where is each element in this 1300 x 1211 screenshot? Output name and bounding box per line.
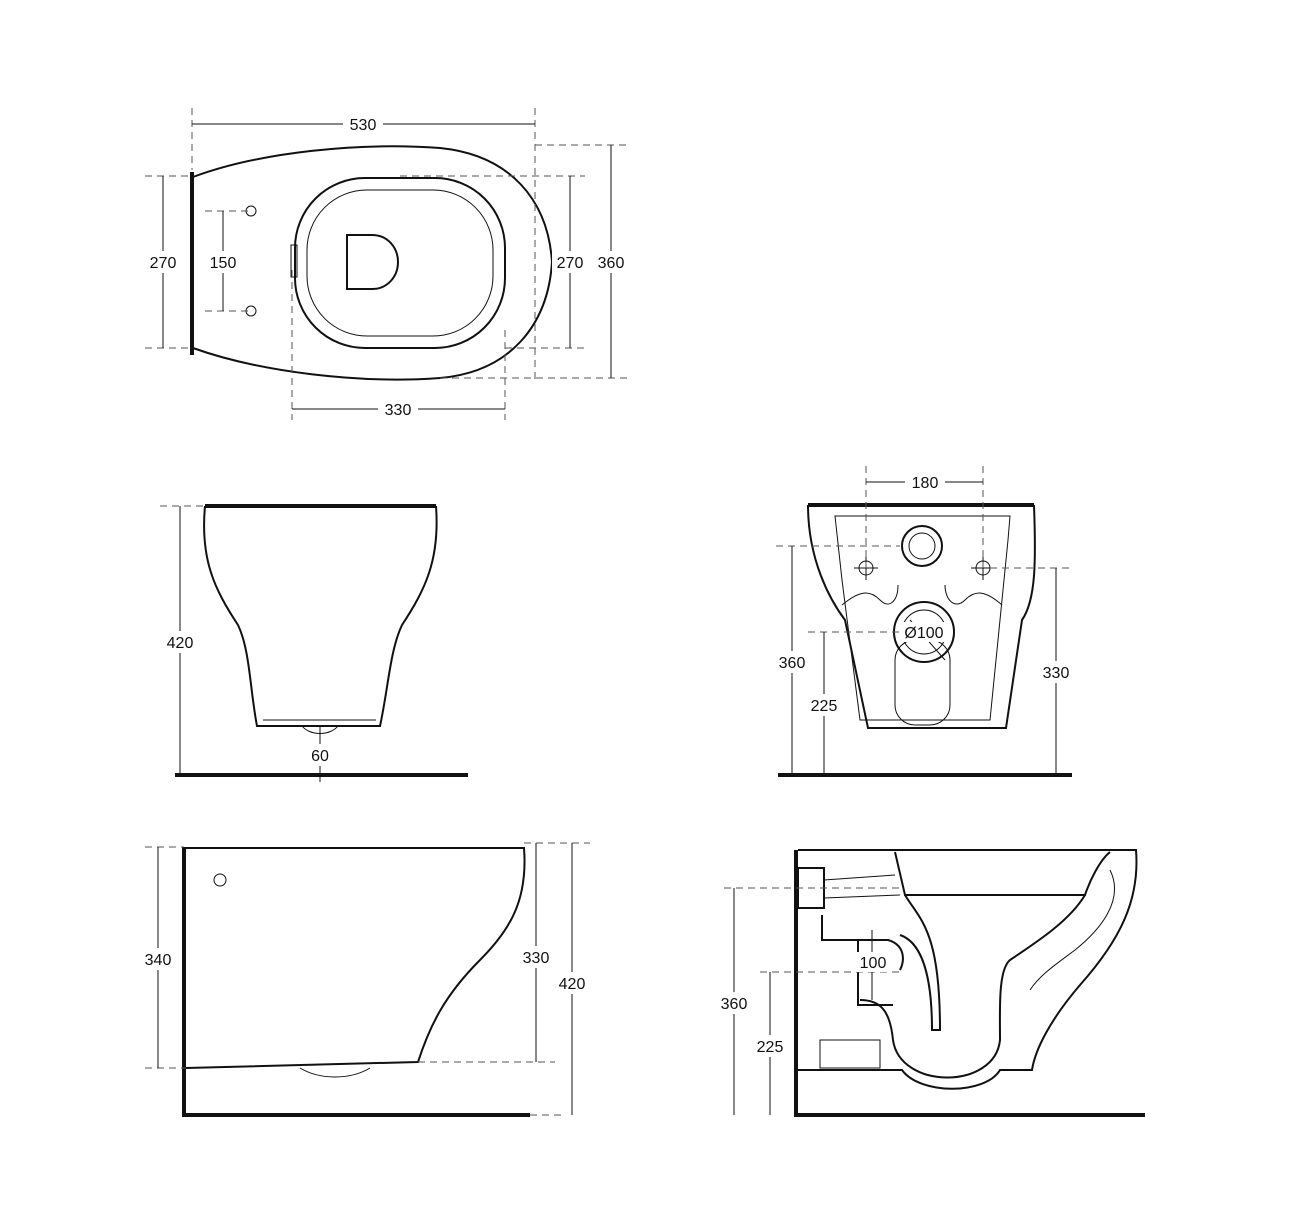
rear-view-outer-outline — [807, 504, 1036, 729]
rear-view-left-rib — [841, 584, 899, 606]
dim-label-section-outlet-diameter: 100 — [860, 955, 887, 972]
section-view-bowl-inner — [859, 894, 1086, 1079]
dim-label-fixing-spacing: 150 — [210, 255, 237, 272]
dim-label-outlet-diameter: Ø100 — [904, 625, 943, 642]
dim-label-side-height-rim: 330 — [523, 950, 550, 967]
dim-label-bottom-width: 60 — [311, 748, 329, 765]
side-view-fixing-hole — [213, 873, 227, 887]
dim-label-section-height-inlet: 360 — [721, 996, 748, 1013]
rear-view-inner-outline — [834, 515, 1011, 721]
section-view-outlet-curve — [858, 939, 904, 971]
section-view-siphon-wall — [899, 894, 942, 1031]
top-view-bowl-outline — [192, 145, 554, 381]
top-view-hinge — [290, 244, 298, 278]
dim-label-side-height-overall: 420 — [559, 976, 586, 993]
section-view-inlet-line — [823, 894, 901, 899]
side-view-bowl-outline — [185, 847, 526, 1069]
dim-label-height-overall: 360 — [598, 255, 625, 272]
rear-view: 180 Ø100 360 225 330 — [774, 466, 1074, 777]
section-view: 100 360 225 — [716, 849, 1145, 1117]
top-view-seat-rim — [294, 177, 506, 349]
top-view-outlet-shape — [346, 234, 400, 290]
section-view-rim-top — [894, 851, 1111, 896]
side-view-outlet-curve — [299, 1067, 371, 1078]
dim-label-rear-height-outlet: 225 — [811, 698, 838, 715]
dim-label-side-height-wall: 340 — [145, 952, 172, 969]
dim-label-width-overall: 530 — [350, 117, 377, 134]
rear-view-inlet-inner — [908, 532, 936, 560]
top-view: 530 270 150 270 360 330 — [145, 108, 630, 420]
section-view-rim-channel — [1029, 869, 1115, 991]
dim-label-rear-height-left: 360 — [779, 655, 806, 672]
front-view-bowl-outline — [203, 505, 438, 727]
top-view-seat-inner — [306, 189, 494, 337]
section-view-outer-profile — [798, 849, 1138, 1090]
dim-label-height-left: 270 — [150, 255, 177, 272]
dim-label-rear-height-right: 330 — [1043, 665, 1070, 682]
section-view-inlet-line — [823, 874, 896, 881]
section-view-base-block — [819, 1039, 881, 1069]
front-view: 420 60 — [160, 504, 468, 782]
dim-label-bowl-width: 330 — [385, 402, 412, 419]
side-view: 340 330 420 — [140, 842, 590, 1117]
dim-label-height-seat: 270 — [557, 255, 584, 272]
dim-label-section-height-outlet: 225 — [757, 1039, 784, 1056]
dim-label-front-height: 420 — [167, 635, 194, 652]
rear-view-right-rib — [944, 584, 1003, 606]
dim-label-rear-fixing-spacing: 180 — [912, 475, 939, 492]
rear-view-inlet-ring — [901, 525, 943, 567]
